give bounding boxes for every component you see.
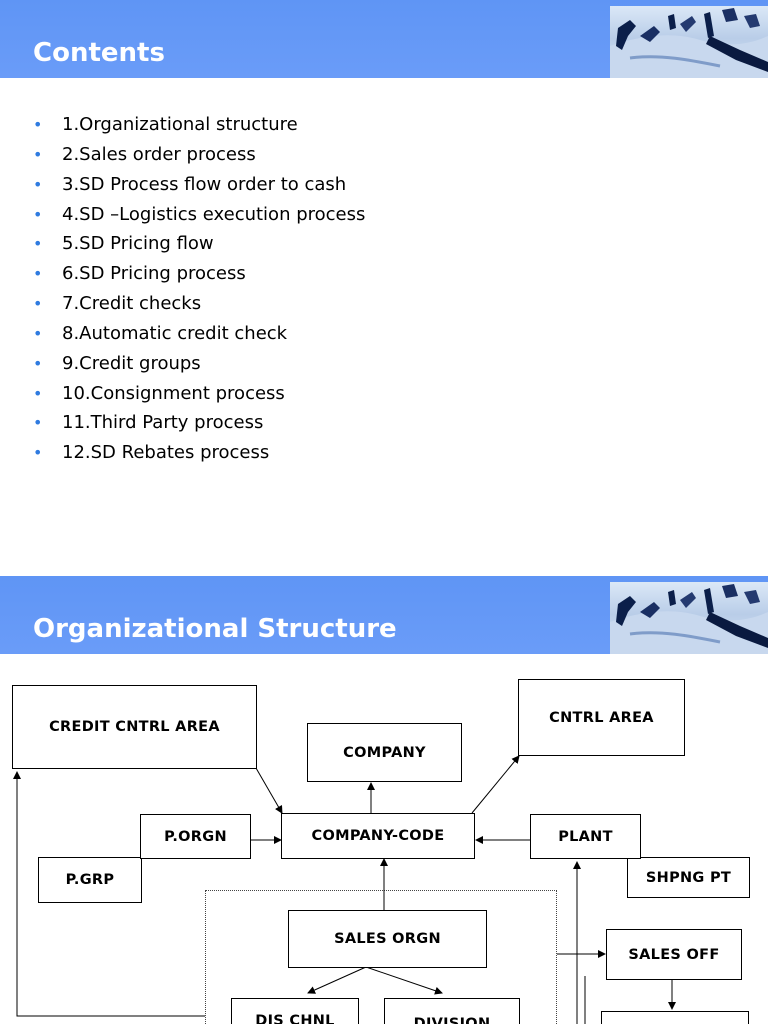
purchasing-group-box: P.GRP [38, 857, 142, 903]
company-box: COMPANY [307, 723, 462, 782]
contents-list-item: • 10.Consignment process [33, 381, 365, 411]
bullet-icon: • [33, 443, 43, 463]
contents-list-item: • 4.SD –Logistics execution process [33, 202, 365, 232]
contents-list: • 1.Organizational structure • 2.Sales orde… [33, 112, 365, 470]
contents-item-text: 1.Organizational structure [62, 114, 298, 135]
contents-item-text: 2.Sales order process [62, 143, 256, 165]
bullet-icon: • [33, 144, 43, 164]
slide-title: Contents [33, 38, 165, 68]
contents-list-item: • 12.SD Rebates process [33, 440, 365, 470]
bullet-icon: • [33, 234, 43, 254]
contents-list-item: • 9.Credit groups [33, 351, 365, 381]
contents-item-text: 9.Credit groups [62, 352, 201, 374]
organizational-structure-slide: Organizational Structure [0, 576, 768, 1024]
bullet-icon: • [33, 204, 43, 224]
contents-item-text: 6.SD Pricing process [62, 263, 246, 285]
contents-item-text: 12.SD Rebates process [62, 442, 270, 464]
header-decorative-photo [610, 6, 768, 78]
sales-area-group-outline [205, 890, 557, 1024]
sales-office-child-box [601, 1011, 749, 1024]
contents-list-item: • 8.Automatic credit check [33, 321, 365, 351]
contents-list-item: • 2.Sales order process [33, 142, 365, 172]
slide-header-banner: Organizational Structure [0, 576, 768, 654]
contents-item-text: 5.SD Pricing flow [62, 233, 214, 255]
bullet-icon: • [33, 264, 43, 284]
bullet-icon: • [33, 413, 43, 433]
contents-item-text: 10.Consignment process [62, 382, 285, 404]
credit-control-area-box: CREDIT CNTRL AREA [12, 685, 257, 769]
bullet-icon: • [33, 294, 43, 314]
slide-header-banner: Contents [0, 0, 768, 78]
plant-box: PLANT [530, 814, 641, 859]
contents-item-text: 7.Credit checks [62, 293, 202, 315]
bullet-icon: • [33, 115, 43, 134]
sales-organization-box: SALES ORGN [288, 910, 487, 968]
contents-list-item: • 11.Third Party process [33, 410, 365, 440]
contents-item-text: 3.SD Process flow order to cash [62, 173, 347, 195]
contents-list-item: • 7.Credit checks [33, 291, 365, 321]
org-chart-connectors [13, 755, 676, 1024]
contents-slide: Contents • 1.Organizational structure • 2.S… [0, 0, 768, 470]
contents-list-item: • 1.Organizational structure [33, 112, 365, 142]
purchasing-organization-box: P.ORGN [140, 814, 251, 859]
header-decorative-photo [610, 582, 768, 654]
contents-list-item: • 6.SD Pricing process [33, 261, 365, 291]
company-code-box: COMPANY-CODE [281, 813, 475, 859]
control-area-box: CNTRL AREA [518, 679, 685, 756]
contents-item-text: 8.Automatic credit check [62, 322, 288, 344]
sales-office-box: SALES OFF [606, 929, 742, 980]
distribution-channel-box: DIS CHNL [231, 998, 359, 1024]
shipping-point-box: SHPNG PT [627, 857, 750, 898]
division-box: DIVISION [384, 998, 520, 1024]
slide-title: Organizational Structure [33, 614, 397, 644]
contents-list-item: • 5.SD Pricing flow [33, 231, 365, 261]
contents-item-text: 4.SD –Logistics execution process [62, 203, 366, 225]
bullet-icon: • [33, 353, 43, 373]
contents-list-item: • 3.SD Process flow order to cash [33, 172, 365, 202]
contents-item-text: 11.Third Party process [62, 412, 264, 434]
bullet-icon: • [33, 383, 43, 403]
bullet-icon: • [33, 174, 43, 194]
bullet-icon: • [33, 323, 43, 343]
